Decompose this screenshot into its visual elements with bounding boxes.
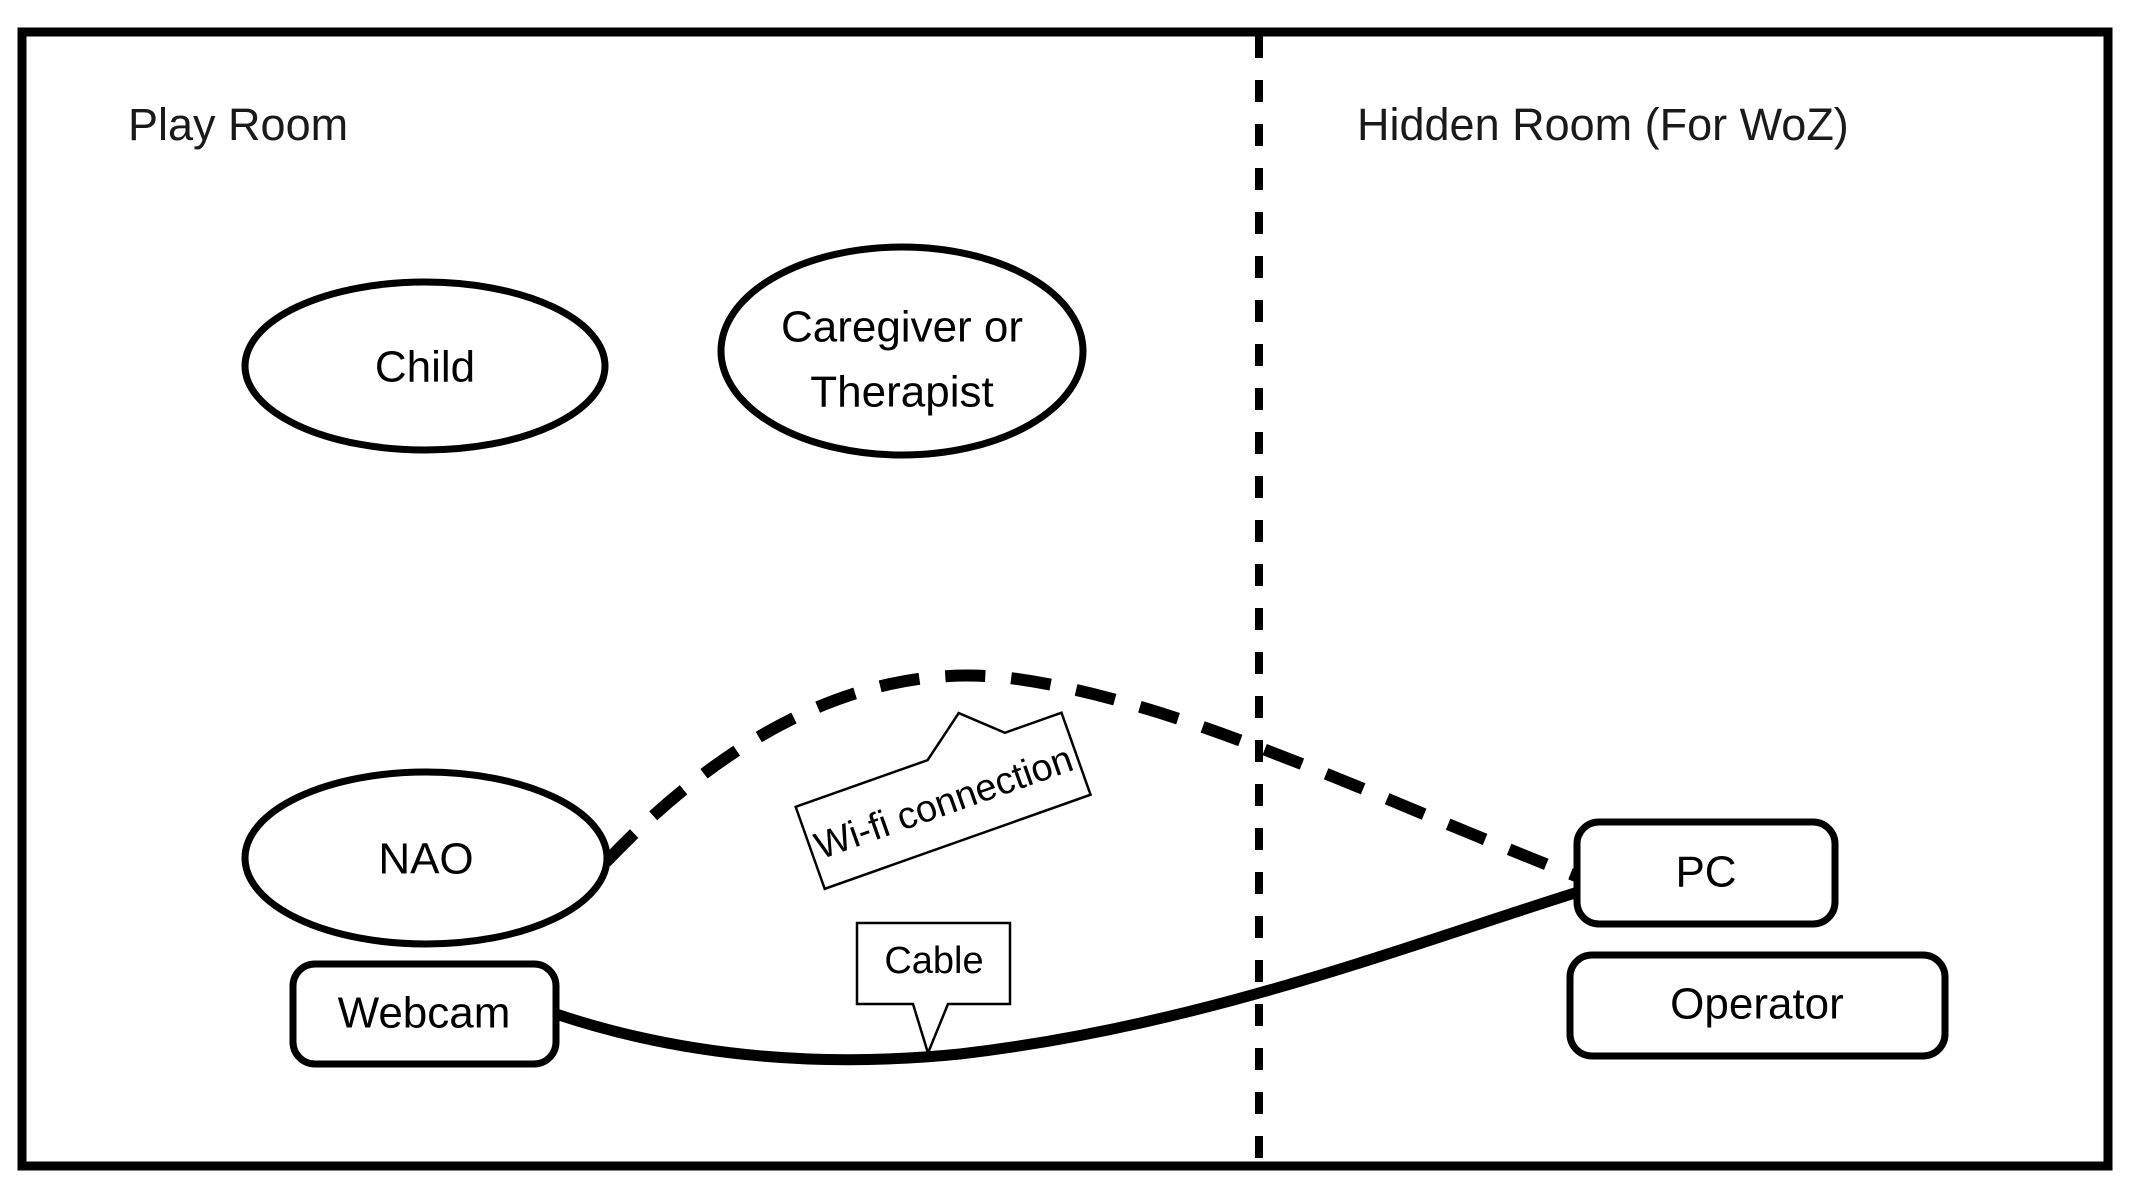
play-room-label: Play Room	[128, 99, 348, 150]
node-caregiver[interactable]: Caregiver or Therapist	[717, 243, 1087, 459]
caregiver-label-line2: Therapist	[810, 368, 993, 417]
webcam-label: Webcam	[338, 989, 511, 1038]
node-pc[interactable]: PC	[1573, 818, 1839, 928]
operator-label: Operator	[1670, 980, 1844, 1029]
nao-ellipse	[241, 768, 611, 948]
cable-callout-label: Cable	[884, 940, 983, 982]
operator-box	[1566, 951, 1949, 1060]
wifi-connection-line	[601, 669, 1579, 882]
outer-frame	[17, 27, 2113, 1171]
webcam-box	[289, 960, 560, 1068]
cable-callout-shape	[855, 921, 1012, 1057]
cable-connection-line	[550, 886, 1584, 1066]
cable-callout[interactable]: Cable	[855, 921, 1012, 1057]
node-operator[interactable]: Operator	[1566, 951, 1949, 1060]
child-label: Child	[375, 343, 475, 392]
caregiver-label-line1: Caregiver or	[781, 303, 1023, 352]
node-nao[interactable]: NAO	[241, 768, 611, 948]
nao-label: NAO	[378, 835, 473, 884]
pc-box	[1573, 818, 1839, 928]
child-ellipse	[241, 278, 609, 454]
wifi-callout-shape	[794, 711, 1093, 891]
pc-label: PC	[1675, 848, 1736, 897]
node-child[interactable]: Child	[241, 278, 609, 454]
node-webcam[interactable]: Webcam	[289, 960, 560, 1068]
wifi-connection-callout[interactable]: Wi-fi connection	[784, 681, 1093, 891]
hidden-room-label: Hidden Room (For WoZ)	[1357, 99, 1849, 150]
caregiver-ellipse	[717, 243, 1087, 459]
